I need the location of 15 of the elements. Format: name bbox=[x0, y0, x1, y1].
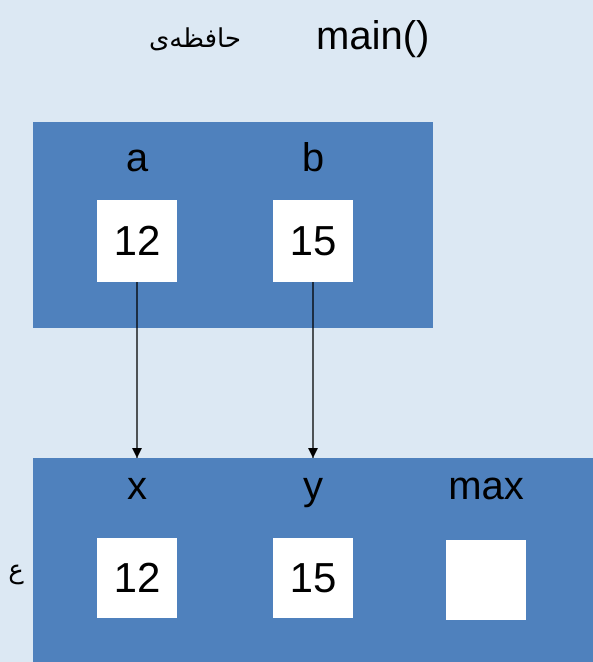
value-box: 12 bbox=[97, 538, 177, 618]
text-fragment: ع bbox=[7, 555, 25, 585]
variable-name: max bbox=[447, 466, 525, 506]
variable-name: y bbox=[302, 466, 324, 506]
variable-name: b bbox=[300, 138, 326, 178]
value-box: 15 bbox=[273, 538, 353, 618]
variable-name: a bbox=[124, 138, 150, 178]
arrow bbox=[132, 282, 142, 458]
value-box: 15 bbox=[273, 200, 353, 282]
memory-frame bbox=[33, 458, 593, 662]
arrow bbox=[308, 282, 318, 458]
value-box: 12 bbox=[97, 200, 177, 282]
variable-name: x bbox=[126, 466, 148, 506]
title-text: حافظه‌ی bbox=[148, 24, 241, 54]
title-text: main() bbox=[316, 16, 430, 56]
